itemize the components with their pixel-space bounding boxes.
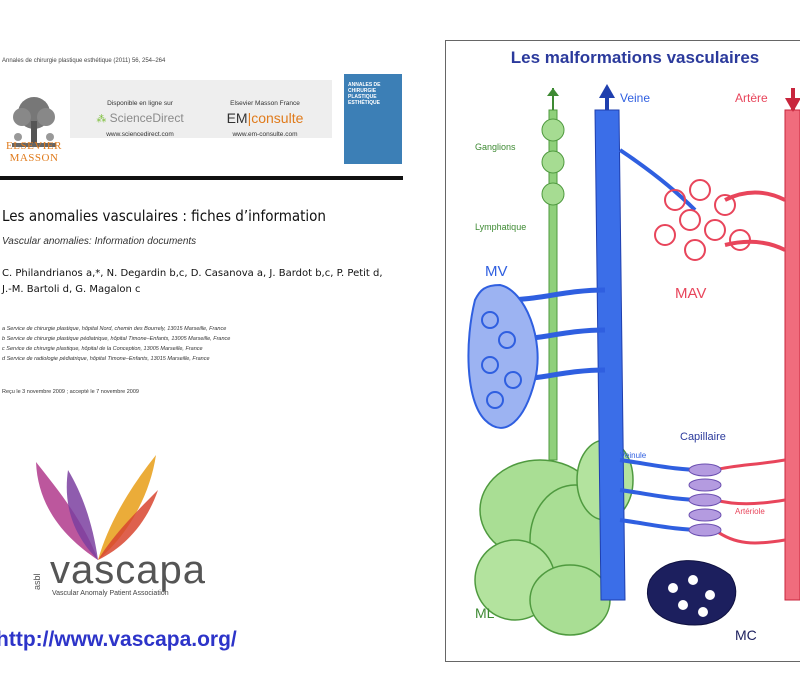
mv-venous-malformation <box>467 283 539 429</box>
authors-line-2: J.-M. Bartoli d, G. Magalon c <box>2 284 141 295</box>
sciencedirect-dots-icon: ⁂ <box>96 114 107 125</box>
vein-trunk <box>504 84 706 601</box>
received-date: Reçu le 3 novembre 2009 ; accepté le 7 n… <box>2 389 139 395</box>
masson-logo-text: MASSON <box>9 152 59 164</box>
mav-arteriovenous-malformation <box>654 179 751 261</box>
emconsulte-url[interactable]: www.em-consulte.com <box>232 131 298 138</box>
affiliation-c: c Service de chirurgie plastique, hôpita… <box>2 346 203 352</box>
sciencedirect-name: ⁂ ScienceDirect <box>96 111 184 125</box>
vascapa-website-link[interactable]: http://www.vascapa.org/ <box>0 628 237 651</box>
artery-trunk <box>714 88 800 601</box>
vascapa-tagline: Vascular Anomaly Patient Association <box>52 590 169 597</box>
vascular-diagram: Veine Artère Ganglions Lymphatique MV MA… <box>467 84 800 643</box>
vascapa-petals-logo-icon <box>36 455 158 560</box>
diagram-title: Les malformations vasculaires <box>510 48 760 67</box>
journal-cover-title: ANNALES DE CHIRURGIE PLASTIQUE ESTHÉTIQU… <box>348 82 381 106</box>
journal-cover-thumbnail <box>344 74 402 164</box>
authors-line-1: C. Philandrianos a,*, N. Degardin b,c, D… <box>2 268 383 279</box>
lymph-flow-arrow-icon <box>547 88 559 96</box>
capillaries <box>688 463 722 537</box>
sciencedirect-block[interactable]: Disponible en ligne sur ⁂ ScienceDirect … <box>80 100 200 138</box>
article-title: Les anomalies vasculaires : fiches d’inf… <box>2 207 326 225</box>
affiliation-d: d Service de radiologie pédiatrique, hôp… <box>2 356 210 362</box>
journal-header-links-panel <box>70 80 332 138</box>
journal-citation: Annales de chirurgie plastique esthétiqu… <box>2 58 166 64</box>
elsevier-tree-logo-icon <box>4 93 64 153</box>
header-divider <box>0 176 403 180</box>
label-lymphatique: Lymphatique <box>475 222 526 232</box>
artery-flow-arrow-icon <box>785 98 800 112</box>
label-veinule: Veinule <box>620 451 647 460</box>
label-mc: MC <box>735 627 757 643</box>
svg-text:asbl: asbl <box>32 573 42 590</box>
lymphatic-vessel <box>541 88 565 461</box>
elsevier-logo-text: ELSEVIER <box>6 140 62 152</box>
vascapa-asbl-label: asbl <box>32 573 42 590</box>
sciencedirect-url[interactable]: www.sciencedirect.com <box>106 131 174 138</box>
label-artere: Artère <box>735 91 768 105</box>
label-ganglions: Ganglions <box>475 142 516 152</box>
affiliation-a: a Service de chirurgie plastique, hôpita… <box>2 326 227 332</box>
vascapa-wordmark: vascapa <box>50 548 206 592</box>
emconsulte-block[interactable]: Elsevier Masson France EM|consulte www.e… <box>205 100 325 138</box>
sciencedirect-available-label: Disponible en ligne sur <box>107 100 173 107</box>
label-mav: MAV <box>675 285 706 302</box>
mc-capillary-malformation <box>646 560 737 626</box>
vein-flow-arrow-icon <box>599 84 615 98</box>
emconsulte-name: EM|consulte <box>226 110 304 126</box>
article-subtitle: Vascular anomalies: Information document… <box>2 236 197 247</box>
label-mv: MV <box>485 263 508 280</box>
label-arteriole: Artériole <box>735 507 765 516</box>
label-ml: ML <box>475 605 495 621</box>
affiliation-b: b Service de chirurgie plastique pédiatr… <box>2 336 231 342</box>
label-capillaire: Capillaire <box>680 431 726 443</box>
label-veine: Veine <box>620 91 650 105</box>
emconsulte-publisher-label: Elsevier Masson France <box>230 100 300 107</box>
